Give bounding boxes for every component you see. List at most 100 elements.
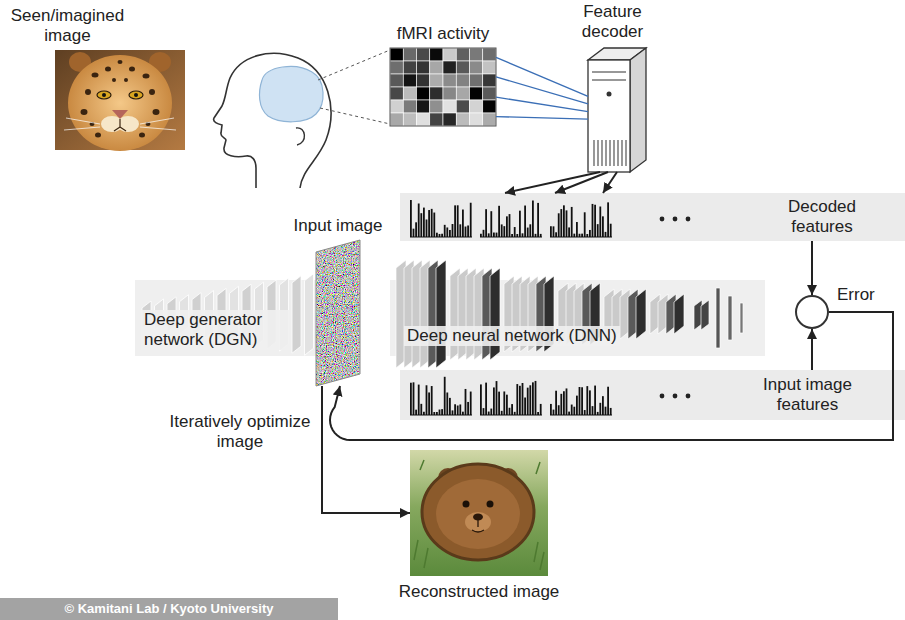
feature-histograms — [410, 383, 412, 415]
dnn-layers — [716, 288, 720, 348]
node-label: Deep neural network (DNN) — [404, 326, 620, 346]
feature-histograms — [511, 404, 513, 415]
fmri-grid — [390, 48, 403, 61]
image-node: Reconstructed image — [410, 450, 548, 576]
leopard-picture — [112, 110, 128, 119]
feature-histograms — [560, 394, 562, 415]
feature-histograms — [485, 383, 487, 415]
noise-image — [316, 240, 360, 386]
feature-histograms — [535, 381, 537, 415]
feature-histograms — [576, 396, 578, 415]
flow-arrow — [555, 172, 608, 193]
fmri-grid — [403, 48, 416, 61]
feature-histograms — [439, 410, 441, 415]
feature-histograms — [581, 387, 583, 415]
feature-histograms — [560, 209, 562, 237]
head-outline — [214, 53, 331, 188]
fmri-grid — [456, 61, 469, 74]
feature-histograms — [413, 229, 415, 237]
flow-arrow — [322, 386, 410, 513]
error-circle: Error — [795, 295, 829, 329]
fmri-grid — [430, 48, 443, 61]
noise-image — [316, 240, 360, 386]
feature-histograms — [532, 201, 534, 237]
feature-histograms — [446, 227, 448, 237]
feature-histograms — [493, 233, 495, 237]
head-outline — [214, 50, 390, 188]
fmri-grid — [443, 61, 456, 74]
leopard-picture — [124, 78, 128, 82]
feature-histograms — [488, 412, 490, 415]
fmri-grid — [483, 61, 496, 74]
feature-histograms — [457, 205, 459, 237]
feature-histograms — [449, 230, 451, 237]
leopard-picture — [64, 118, 176, 130]
fmri-grid — [430, 100, 443, 113]
feature-histograms — [522, 383, 524, 415]
feature-histograms — [527, 228, 529, 237]
fmri-grid — [443, 87, 456, 100]
feature-histograms — [573, 407, 575, 415]
fmri-grid — [456, 113, 469, 126]
node-label: Deep generator network (DGN) — [141, 310, 291, 350]
feature-histograms — [599, 403, 601, 415]
feature-histograms — [446, 392, 448, 415]
decoder-computer — [607, 92, 612, 97]
feature-histograms — [576, 222, 578, 237]
dgn-layers — [305, 274, 314, 356]
feature-histograms — [586, 386, 588, 415]
fmri-grid — [456, 100, 469, 113]
fmri-grid — [403, 113, 416, 126]
leopard-picture — [112, 78, 116, 82]
leopard-picture — [105, 67, 111, 72]
fmri-grid — [470, 74, 483, 87]
feature-histograms — [524, 398, 526, 415]
reconstructed-picture — [422, 464, 534, 560]
feature-histograms — [529, 224, 531, 237]
dnn-layers — [728, 296, 732, 340]
fmri-grid — [470, 87, 483, 100]
feature-histograms — [522, 233, 524, 237]
feature-histograms — [441, 409, 443, 415]
feature-histograms — [418, 203, 420, 237]
head-outline — [296, 128, 304, 145]
feature-histograms — [452, 410, 454, 415]
leopard-picture — [134, 93, 138, 97]
feature-histograms — [410, 200, 690, 415]
feature-histograms — [605, 407, 607, 415]
fmri-grid — [443, 100, 456, 113]
feature-histograms — [454, 205, 456, 237]
fmri-grid — [443, 74, 456, 87]
leopard-picture — [129, 91, 143, 99]
decoder-computer — [588, 60, 630, 172]
fmri-grid — [390, 48, 496, 126]
feature-histograms — [573, 234, 575, 237]
feature-histograms — [483, 408, 485, 415]
feature-histograms — [605, 232, 607, 237]
feature-histograms — [589, 230, 591, 237]
fmri-grid — [390, 87, 403, 100]
fmri-grid — [483, 87, 496, 100]
feature-histograms — [488, 233, 490, 237]
fmri-grid — [456, 74, 469, 87]
feature-histograms — [673, 217, 678, 222]
fmri-grid — [403, 74, 416, 87]
feature-histograms — [483, 230, 485, 237]
leopard-picture — [153, 109, 160, 115]
dnn-layers — [740, 303, 743, 333]
feature-histograms — [581, 234, 583, 237]
feature-histograms — [506, 395, 508, 415]
feature-histograms — [571, 207, 573, 237]
fmri-grid — [417, 113, 430, 126]
fmri-grid — [443, 48, 456, 61]
feature-histograms — [660, 394, 665, 399]
fmri-grid — [390, 48, 496, 126]
fmri-grid — [470, 48, 483, 61]
feature-histograms — [444, 225, 446, 237]
leopard-picture — [81, 109, 88, 115]
leopard-picture — [102, 93, 106, 97]
feature-histograms — [459, 224, 461, 237]
feature-histograms — [579, 387, 581, 415]
